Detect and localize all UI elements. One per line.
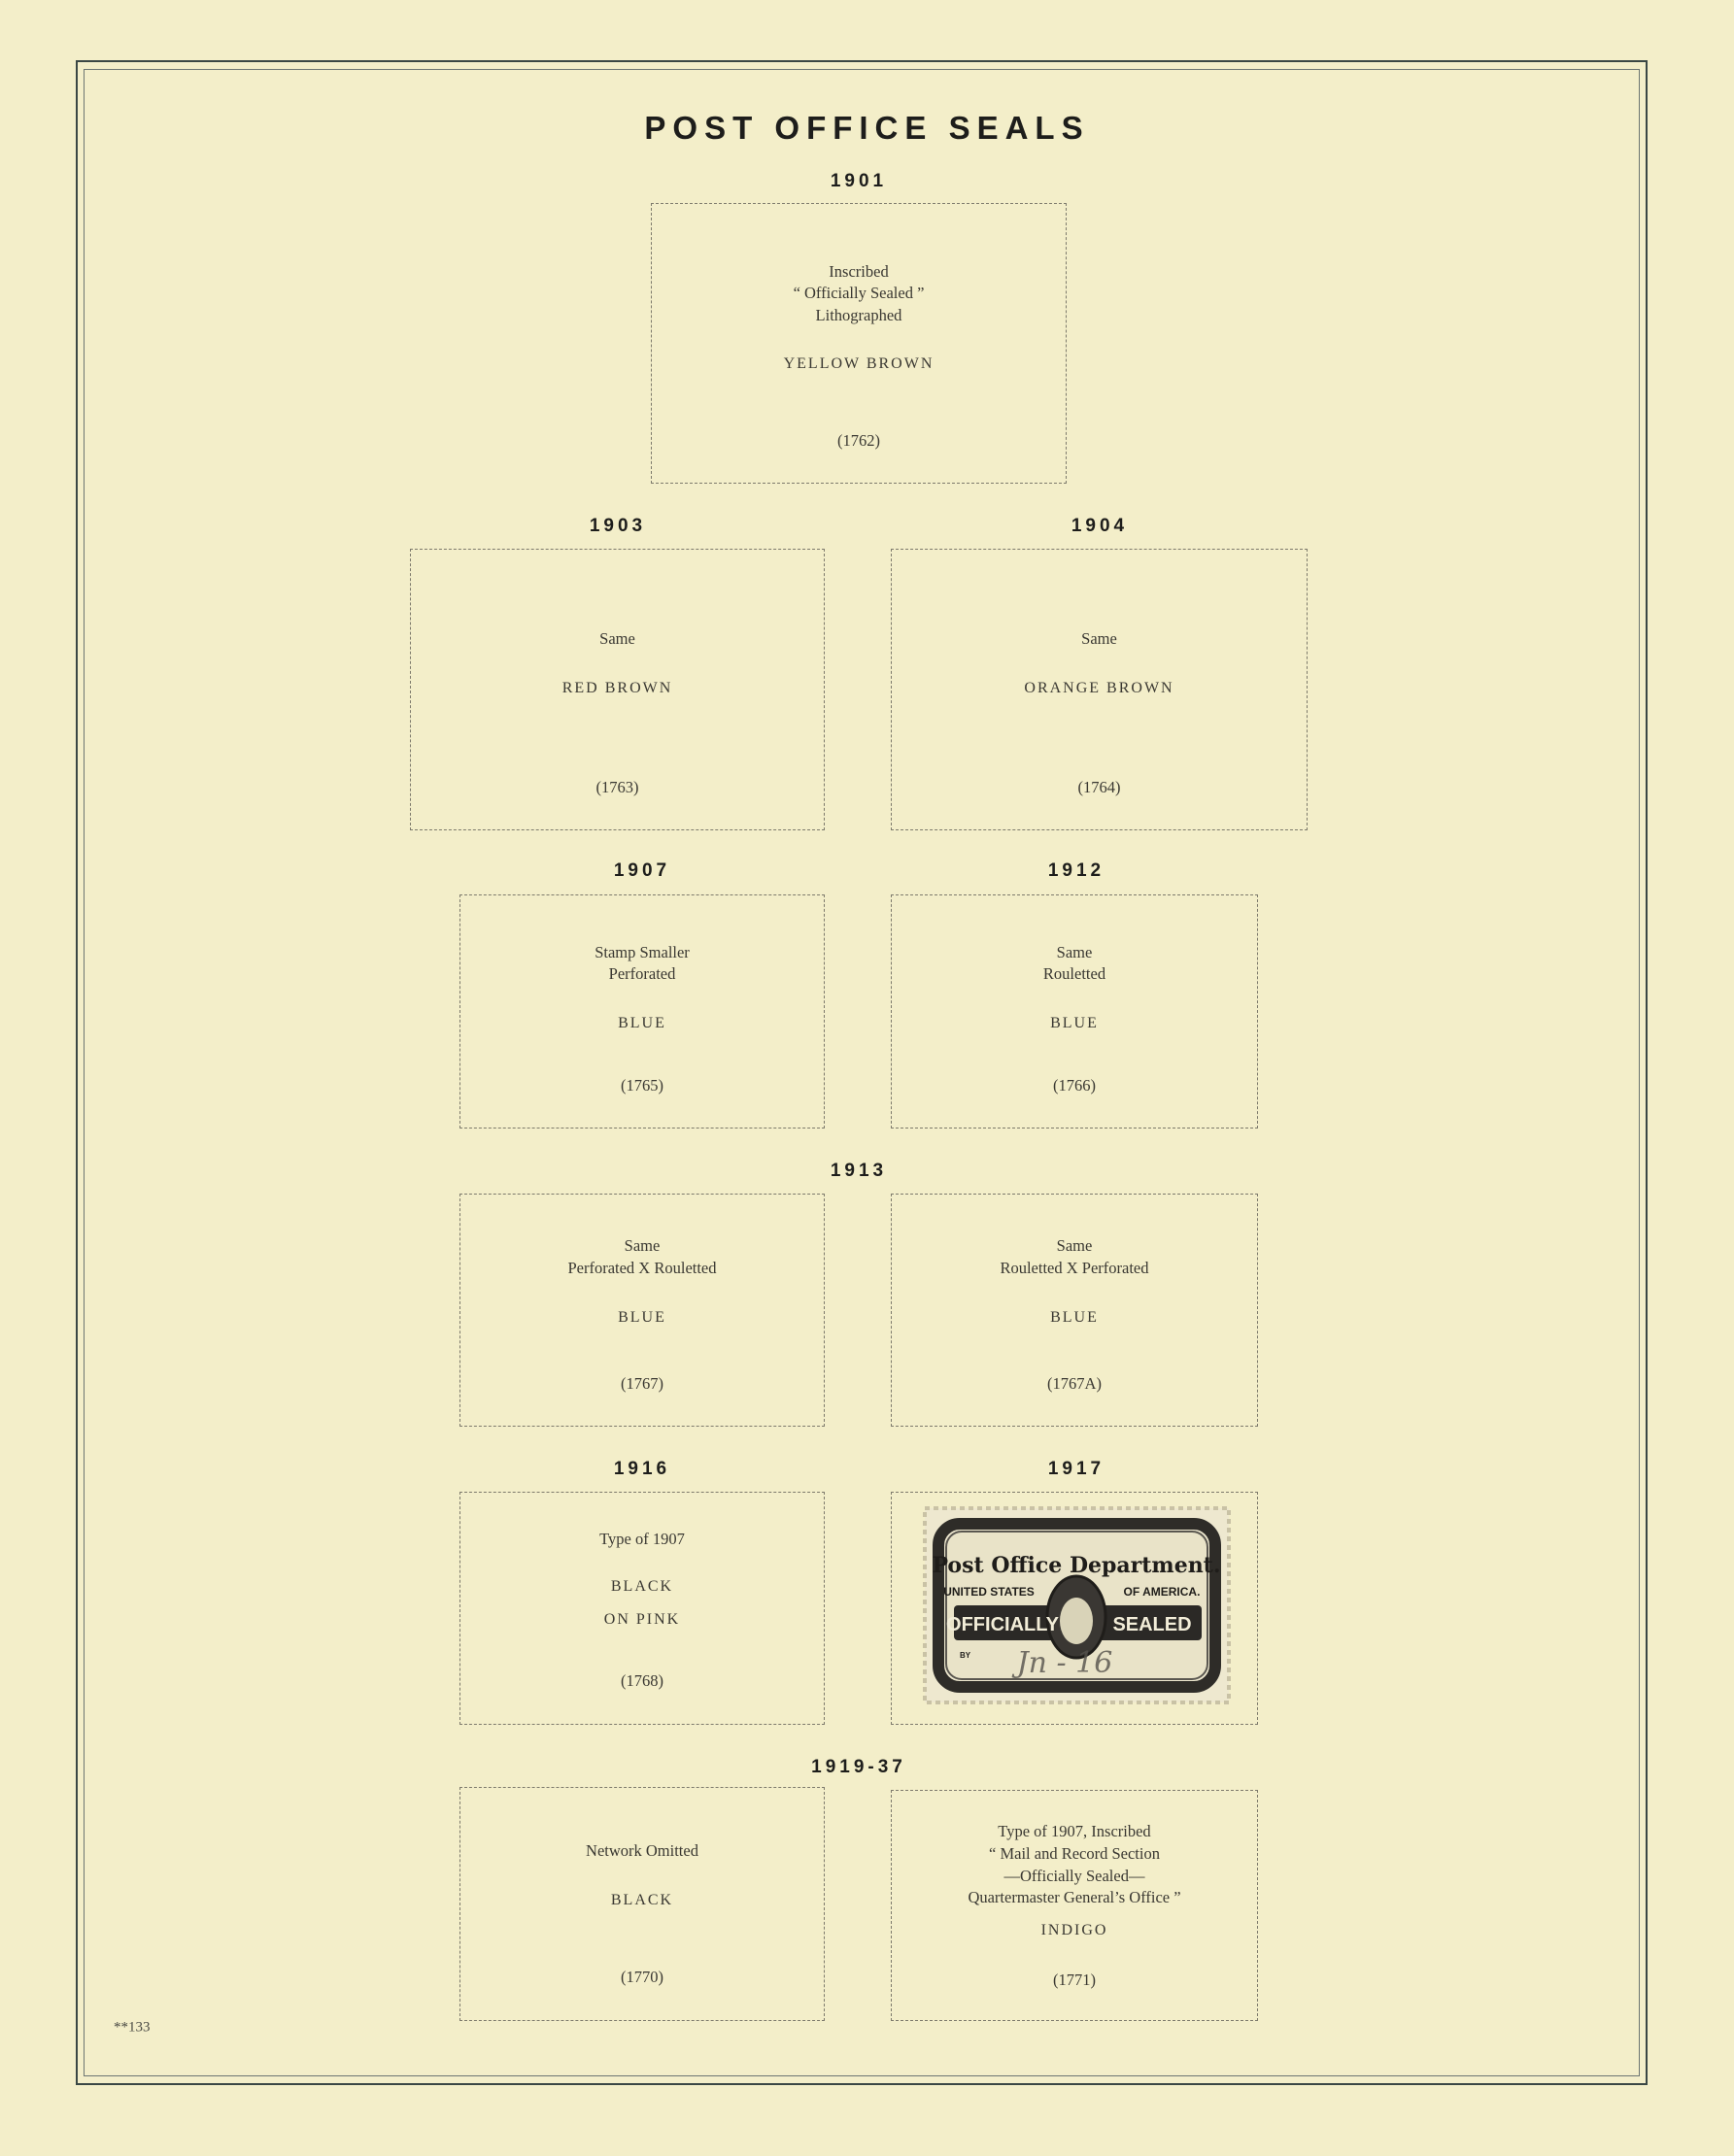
stamp-band-left: OFFICIALLY [946, 1614, 1060, 1635]
stamp-space-1762: Inscribed “ Officially Sealed ” Lithogra… [651, 203, 1067, 484]
description-line: Same [624, 1236, 661, 1255]
description-line: Rouletted X Perforated [1000, 1259, 1149, 1277]
catalog-number: (1767A) [1047, 1374, 1102, 1393]
color-label: BLACK [610, 1892, 674, 1908]
stamp-handwriting: Jn - 16 [1011, 1646, 1113, 1680]
catalog-number: (1770) [621, 1968, 663, 1986]
description-line: “ Officially Sealed ” [793, 284, 925, 302]
year-label-1913: 1913 [830, 1161, 888, 1181]
stamp-space-1765: Stamp Smaller Perforated BLUE (1765) [459, 894, 825, 1129]
color-label: RED BROWN [561, 680, 673, 696]
description-line: Same [1056, 1236, 1093, 1255]
color-label: BLUE [618, 1015, 666, 1031]
description-line: Type of 1907 [599, 1530, 685, 1548]
catalog-number: (1763) [595, 778, 639, 796]
stamp-text-right: OF AMERICA. [1124, 1585, 1201, 1599]
page-number: **133 [114, 2019, 151, 2036]
description-line: Stamp Smaller [595, 943, 690, 961]
catalog-number: (1766) [1053, 1076, 1096, 1095]
color-label: YELLOW BROWN [783, 355, 935, 372]
stamp-space-1767a: Same Rouletted X Perforated BLUE (1767A) [891, 1194, 1258, 1427]
stamp-band-right: SEALED [1112, 1614, 1191, 1635]
catalog-number: (1767) [621, 1374, 663, 1393]
color-label: BLACK [610, 1578, 674, 1595]
stamp-heading: Post Office Department. [932, 1553, 1220, 1578]
description-line: Quartermaster General’s Office ” [968, 1888, 1181, 1906]
color-label: ORANGE BROWN [1024, 680, 1174, 696]
description-line: Type of 1907, Inscribed [998, 1822, 1151, 1840]
description-line: Same [1081, 629, 1117, 648]
stamp-space-1770: Network Omitted BLACK (1770) [459, 1787, 825, 2021]
stamp-space-1766: Same Rouletted BLUE (1766) [891, 894, 1258, 1129]
catalog-number: (1764) [1077, 778, 1121, 796]
color-label-2: ON PINK [603, 1611, 681, 1628]
color-label: BLUE [1050, 1309, 1099, 1326]
catalog-number: (1771) [1053, 1971, 1096, 1989]
color-label: BLUE [618, 1309, 666, 1326]
page-border-outer [76, 60, 1648, 2085]
description-line: Same [1056, 943, 1093, 961]
catalog-number: (1762) [837, 431, 880, 450]
page-border-inner [84, 69, 1640, 2076]
description-line: Lithographed [815, 306, 902, 324]
year-label-1919-37: 1919-37 [811, 1757, 906, 1777]
stamp-space-1771: Type of 1907, Inscribed “ Mail and Recor… [891, 1790, 1258, 2021]
description-line: Perforated X Rouletted [567, 1259, 717, 1277]
year-label-1916: 1916 [613, 1459, 671, 1479]
description-line: Perforated [608, 964, 676, 983]
stamp-space-1764: Same ORANGE BROWN (1764) [891, 549, 1308, 830]
year-label-1904: 1904 [1071, 516, 1129, 536]
color-label: BLUE [1050, 1015, 1099, 1031]
description-line: Network Omitted [586, 1841, 698, 1860]
year-label-1907: 1907 [613, 860, 671, 881]
stamp-by: BY [960, 1651, 971, 1660]
description-line: Same [599, 629, 635, 648]
description-line: Inscribed [829, 262, 889, 281]
catalog-number: (1765) [621, 1076, 663, 1095]
stamp-space-1763: Same RED BROWN (1763) [410, 549, 825, 830]
stamp-space-1769 [891, 1492, 1258, 1725]
description-line: “ Mail and Record Section [989, 1844, 1160, 1863]
catalog-number: (1768) [621, 1671, 663, 1690]
stamp-text-left: UNITED STATES [943, 1585, 1035, 1599]
stamp-space-1768: Type of 1907 BLACK ON PINK (1768) [459, 1492, 825, 1725]
page-title: POST OFFICE SEALS [644, 110, 1090, 146]
year-label-1903: 1903 [589, 516, 647, 536]
color-label: INDIGO [1040, 1922, 1108, 1938]
year-label-1901: 1901 [830, 171, 888, 191]
stamp-space-1767: Same Perforated X Rouletted BLUE (1767) [459, 1194, 825, 1427]
description-line: —Officially Sealed— [1003, 1867, 1145, 1885]
description-line: Rouletted [1042, 964, 1106, 983]
stamp-image: Post Office Department. UNITED STATES OF… [923, 1506, 1231, 1704]
year-label-1912: 1912 [1047, 860, 1105, 881]
year-label-1917: 1917 [1047, 1459, 1105, 1479]
mounted-stamp-officially-sealed: Post Office Department. UNITED STATES OF… [919, 1502, 1235, 1708]
